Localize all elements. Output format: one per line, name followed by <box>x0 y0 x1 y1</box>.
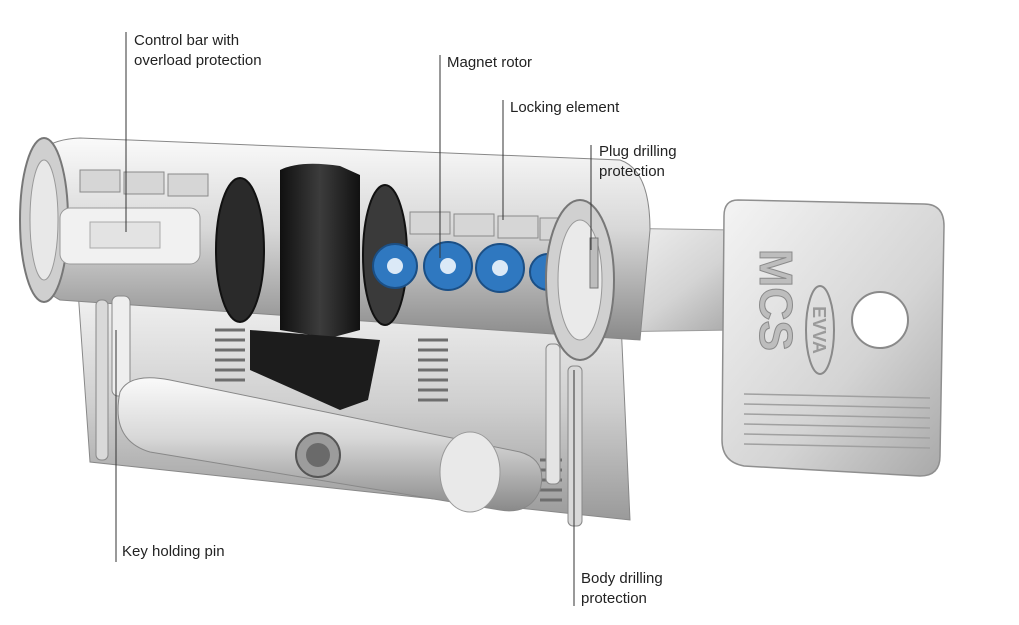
cam <box>215 163 408 410</box>
rotor-icon <box>372 243 418 289</box>
control-bar <box>59 207 201 265</box>
label-control-bar-line1: Control bar with <box>134 32 240 49</box>
label-body-drilling-line1: Body drilling <box>581 570 663 587</box>
body-drilling-pin <box>545 343 583 527</box>
key-ridges-icon <box>743 393 931 449</box>
label-locking-element: Locking element <box>510 99 620 116</box>
label-magnet-rotor: Magnet rotor <box>447 54 533 71</box>
label-control-bar-line2: overload protection <box>134 52 262 69</box>
plug-front <box>545 199 615 361</box>
magnet-rotors <box>372 241 567 293</box>
lower-cylinder <box>117 377 543 513</box>
label-body-drilling-line2: protection <box>581 590 647 607</box>
label-key-holding-pin: Key holding pin <box>122 543 225 560</box>
label-plug-drilling-line2: protection <box>599 163 665 180</box>
key: MCS EVVA <box>599 199 945 477</box>
rotor-icon <box>475 243 525 293</box>
leader-lines <box>115 32 592 606</box>
key-brand-logo: EVVA <box>809 306 829 354</box>
label-plug-drilling-line1: Plug drilling <box>599 143 677 160</box>
rotor-icon <box>423 241 473 291</box>
key-model-logo: MCS <box>750 249 802 351</box>
plug-drilling-pin <box>589 237 599 289</box>
